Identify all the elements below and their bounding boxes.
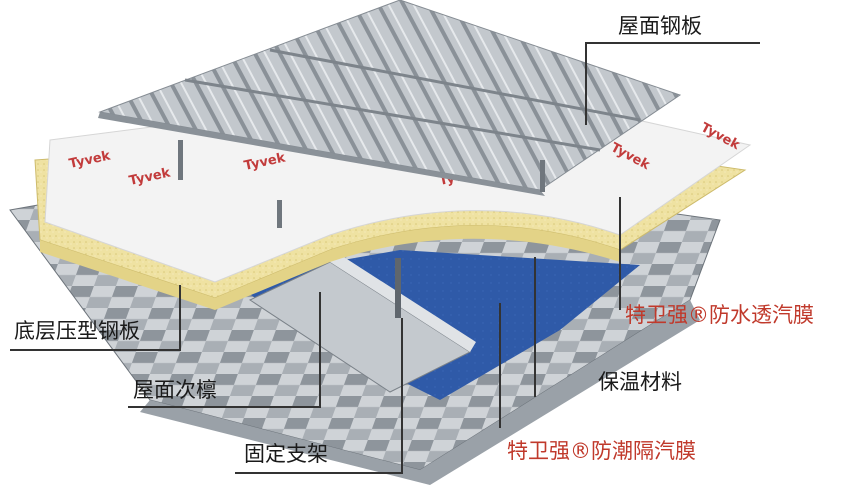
leader-roof-steel [585,42,760,125]
fixed-bracket-posts [178,140,545,318]
label-roof-purlin: 屋面次檩 [133,378,217,402]
leader-bracket [235,318,403,474]
leader-bottom-deck [10,285,181,351]
label-bottom-profiled-steel: 底层压型钢板 [14,319,140,343]
roof-steel-sheet [98,0,682,196]
label-insulation: 保温材料 [598,370,682,394]
label-vapor-barrier: 特卫强®防潮隔汽膜 [507,439,696,463]
label-waterproof-membrane: 特卫强®防水透汽膜 [625,303,814,327]
label-fixed-bracket: 固定支架 [244,442,328,466]
leader-purlin [128,292,321,408]
purlin-member [248,252,476,393]
leader-lines [10,42,760,474]
label-roof-steel-sheet: 屋面钢板 [618,14,702,38]
